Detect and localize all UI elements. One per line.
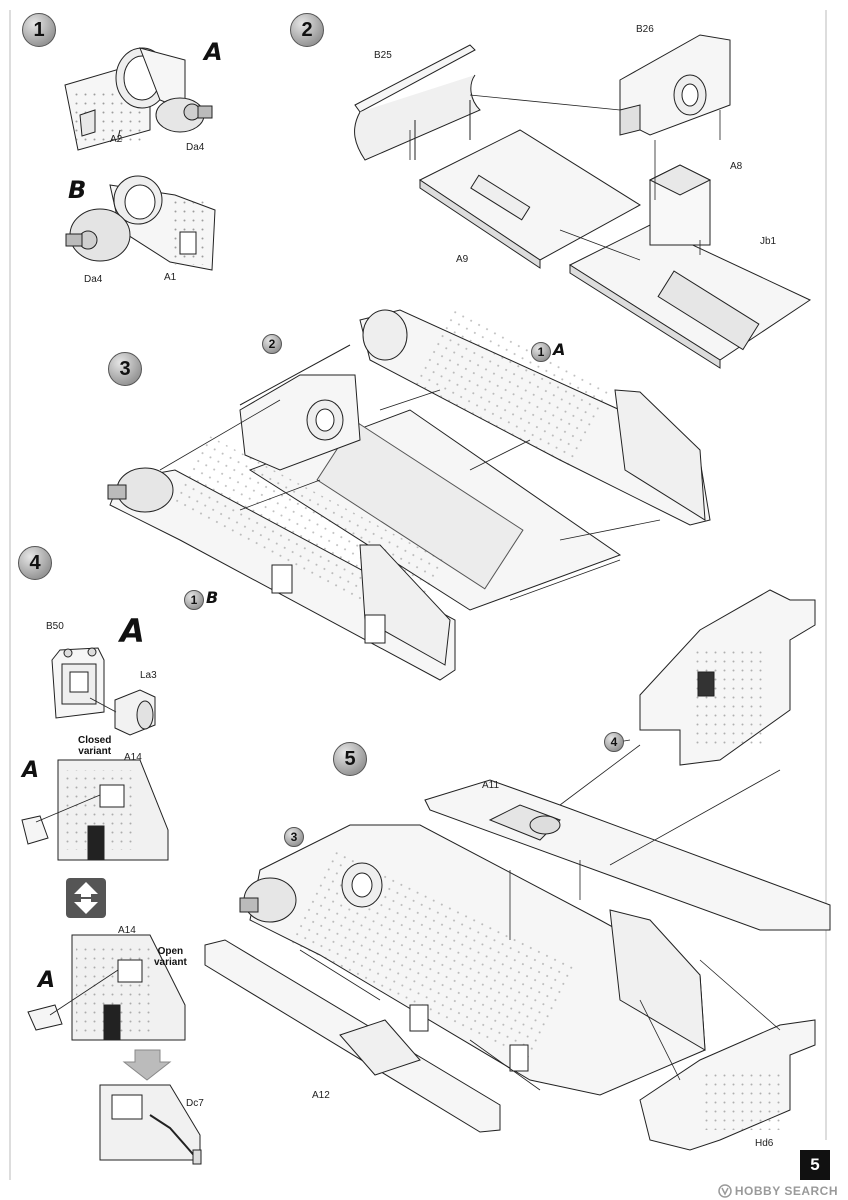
watermark-text: HOBBY SEARCH xyxy=(734,1184,838,1198)
closed-variant-a: A xyxy=(22,758,40,783)
step1-variant-b: B xyxy=(68,176,87,204)
hobbysearch-logo-icon xyxy=(718,1184,732,1198)
step3-ref-2: 2 xyxy=(262,334,282,354)
label-a9: A9 xyxy=(456,254,469,265)
step3-ref-1b-badge: 1 xyxy=(184,590,204,610)
step-4-badge: 4 xyxy=(18,546,52,580)
step5-ref-4: 4 xyxy=(604,732,624,752)
closed-caption-line2: variant xyxy=(78,746,112,757)
label-da4-top: Da4 xyxy=(186,142,205,153)
step2-drawing xyxy=(354,34,812,369)
step3-ref-1b-letter: B xyxy=(206,588,219,607)
step5-ref-3: 3 xyxy=(284,827,304,847)
step5-drawing xyxy=(204,589,831,1151)
label-jb1: Jb1 xyxy=(760,236,777,247)
step-3-badge: 3 xyxy=(108,352,142,386)
label-la3: La3 xyxy=(140,670,157,681)
label-a12: A12 xyxy=(312,1090,330,1101)
page-number: 5 xyxy=(800,1150,830,1180)
open-caption-line2: variant xyxy=(154,957,187,968)
step-5-badge: 5 xyxy=(333,742,367,776)
open-caption-line1: Open xyxy=(157,946,184,957)
step3-ref-1a-letter: A xyxy=(553,340,566,359)
step1-variant-a: A xyxy=(204,38,223,66)
label-a8: A8 xyxy=(730,161,743,172)
label-a14-open: A14 xyxy=(118,925,136,936)
label-a14-closed: A14 xyxy=(124,752,142,763)
step3-drawing xyxy=(107,303,711,681)
label-a1: A1 xyxy=(164,272,177,283)
label-da4-bottom: Da4 xyxy=(84,274,103,285)
up-down-arrows-icon xyxy=(66,878,106,918)
step1-a-drawing xyxy=(64,47,213,151)
step1-b-drawing xyxy=(65,175,216,271)
label-b25: B25 xyxy=(374,50,392,61)
label-b50: B50 xyxy=(46,621,64,632)
open-variant-a: A xyxy=(38,968,56,993)
step4-drawing xyxy=(21,647,202,1165)
label-hd6: Hd6 xyxy=(755,1138,774,1149)
closed-caption-line1: Closed xyxy=(78,735,112,746)
label-b26: B26 xyxy=(636,24,654,35)
step3-ref-1a-badge: 1 xyxy=(531,342,551,362)
step-2-badge: 2 xyxy=(290,13,324,47)
label-dc7: Dc7 xyxy=(186,1098,204,1109)
step4-variant-a: A xyxy=(120,612,145,650)
closed-variant-caption: Closed variant xyxy=(78,735,111,757)
open-variant-caption: Open variant xyxy=(154,946,187,968)
step-1-badge: 1 xyxy=(22,13,56,47)
label-a11: A11 xyxy=(482,780,500,791)
label-a2: A2 xyxy=(110,134,123,145)
watermark: HOBBY SEARCH xyxy=(718,1184,838,1198)
